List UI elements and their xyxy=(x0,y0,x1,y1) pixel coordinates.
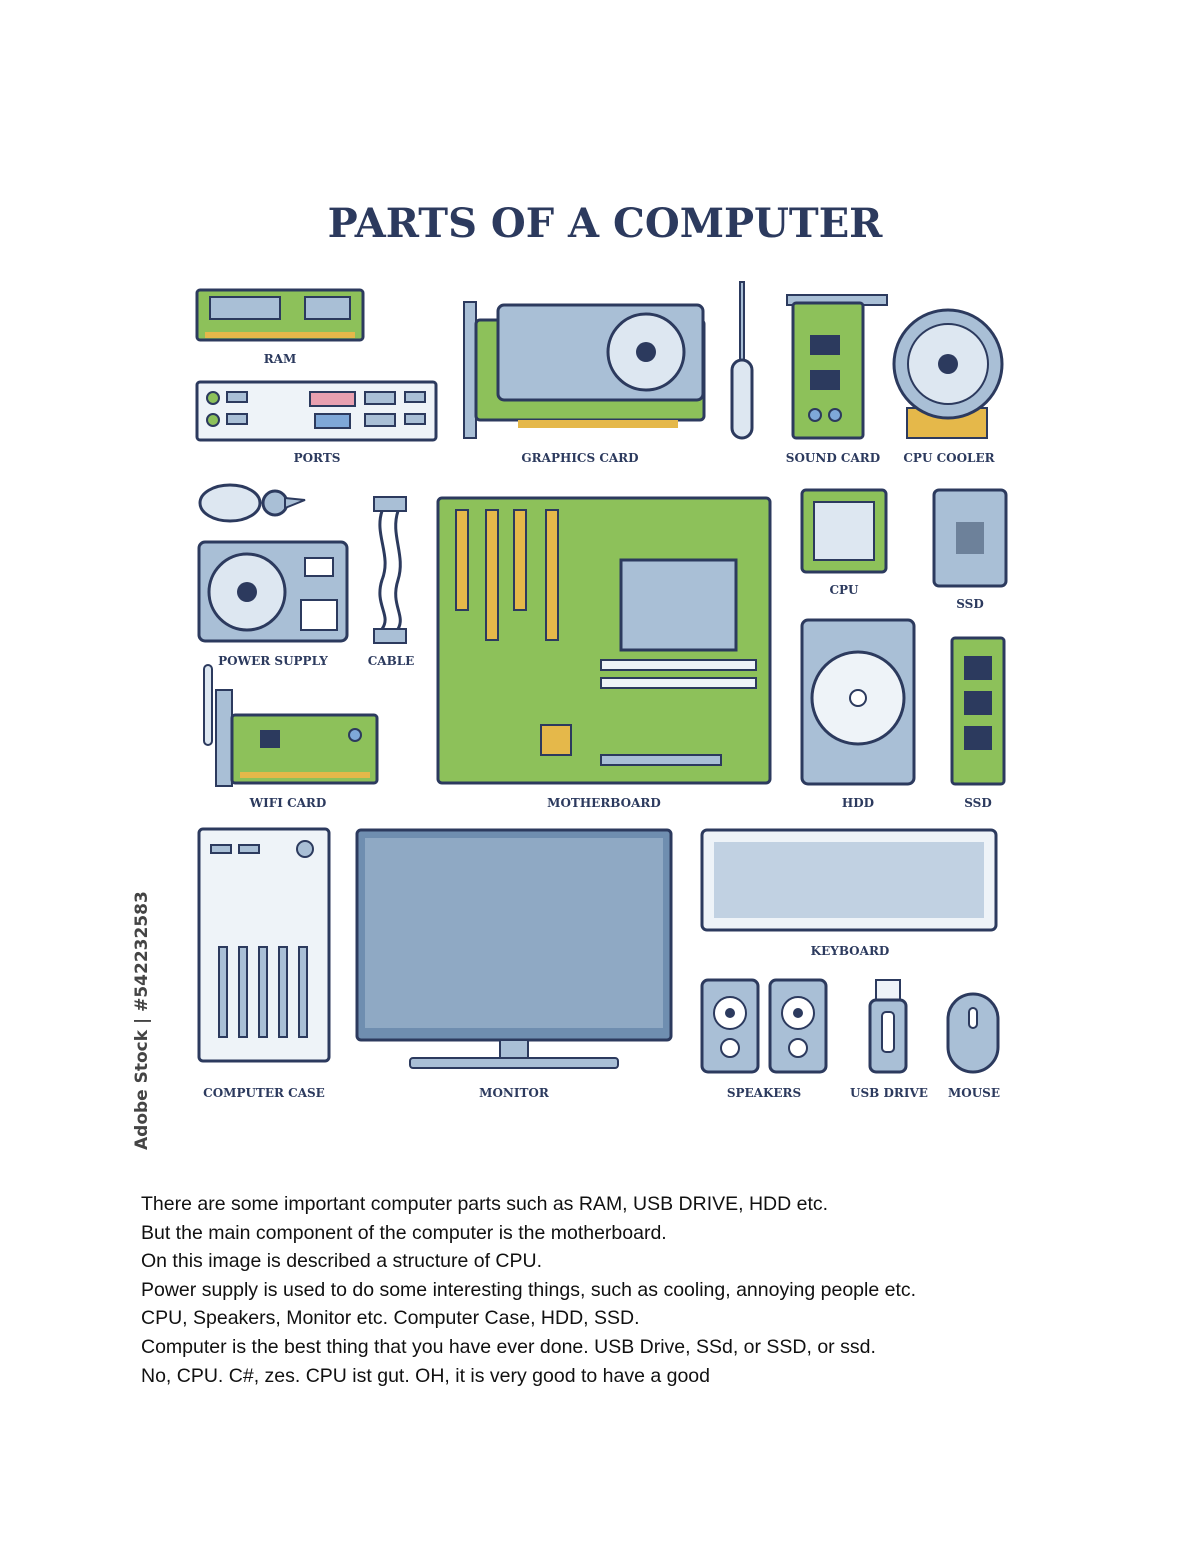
hdd-icon xyxy=(800,618,916,786)
label-computer-case: COMPUTER CASE xyxy=(203,1086,325,1100)
label-graphics-card: GRAPHICS CARD xyxy=(521,451,639,465)
cpu-cooler-icon xyxy=(892,308,1004,443)
label-ram: RAM xyxy=(263,352,297,366)
mouse-icon xyxy=(946,992,1000,1074)
monitor-icon xyxy=(355,828,673,1076)
label-monitor: MONITOR xyxy=(479,1086,549,1100)
cable-icon xyxy=(372,495,408,645)
body-line: But the main component of the computer i… xyxy=(141,1221,667,1244)
label-cable: CABLE xyxy=(367,654,415,668)
m2-ssd-icon xyxy=(950,636,1006,786)
label-hdd: HDD xyxy=(841,796,875,810)
label-speakers: SPEAKERS xyxy=(726,1086,802,1100)
label-keyboard: KEYBOARD xyxy=(810,944,890,958)
body-line: There are some important computer parts … xyxy=(141,1193,829,1215)
computer-parts-illustration: PARTS OF A COMPUTER Adobe Stock | #54223… xyxy=(132,140,1070,1160)
body-line: On this image is described a structure o… xyxy=(141,1250,542,1273)
body-line: Power supply is used to do some interest… xyxy=(141,1278,917,1301)
motherboard-icon xyxy=(436,490,772,785)
label-usb-drive: USB DRIVE xyxy=(850,1086,928,1100)
label-motherboard: MOTHERBOARD xyxy=(547,796,661,810)
label-sound-card: SOUND CARD xyxy=(785,451,881,465)
label-mouse: MOUSE xyxy=(947,1086,1000,1100)
speakers-icon xyxy=(700,978,830,1074)
wifi-card-icon xyxy=(200,660,380,790)
label-ports: PORTS xyxy=(293,451,341,465)
keyboard-icon xyxy=(700,828,998,932)
label-ssd: SSD xyxy=(956,597,984,611)
illustration-title: PARTS OF A COMPUTER xyxy=(327,200,883,247)
graphics-card-icon xyxy=(458,300,708,440)
label-power-supply: POWER SUPPLY xyxy=(218,654,328,668)
computer-case-icon xyxy=(197,827,331,1072)
cpu-icon xyxy=(800,488,888,574)
label-cpu-cooler: CPU COOLER xyxy=(903,451,995,465)
body-paragraphs: There are some important computer parts … xyxy=(141,1190,1101,1390)
stock-credit: Adobe Stock | #542232583 xyxy=(132,891,152,1150)
sound-card-icon xyxy=(785,275,895,440)
ssd-drive-icon xyxy=(932,488,1008,588)
label-wifi-card: WIFI CARD xyxy=(249,796,327,810)
ram-icon xyxy=(195,285,365,345)
body-line: No, CPU. C#, zes. CPU ist gut. OH, it is… xyxy=(141,1364,710,1387)
power-supply-icon xyxy=(197,540,349,643)
label-cpu: CPU xyxy=(829,583,859,597)
body-line: Computer is the best thing that you have… xyxy=(141,1335,876,1358)
pliers-icon xyxy=(195,478,307,528)
screwdriver-icon xyxy=(730,280,754,440)
label-ssd-m2: SSD xyxy=(964,796,992,810)
ports-icon xyxy=(195,380,438,442)
usb-drive-icon xyxy=(868,978,908,1074)
body-line: CPU, Speakers, Monitor etc. Computer Cas… xyxy=(141,1307,640,1330)
